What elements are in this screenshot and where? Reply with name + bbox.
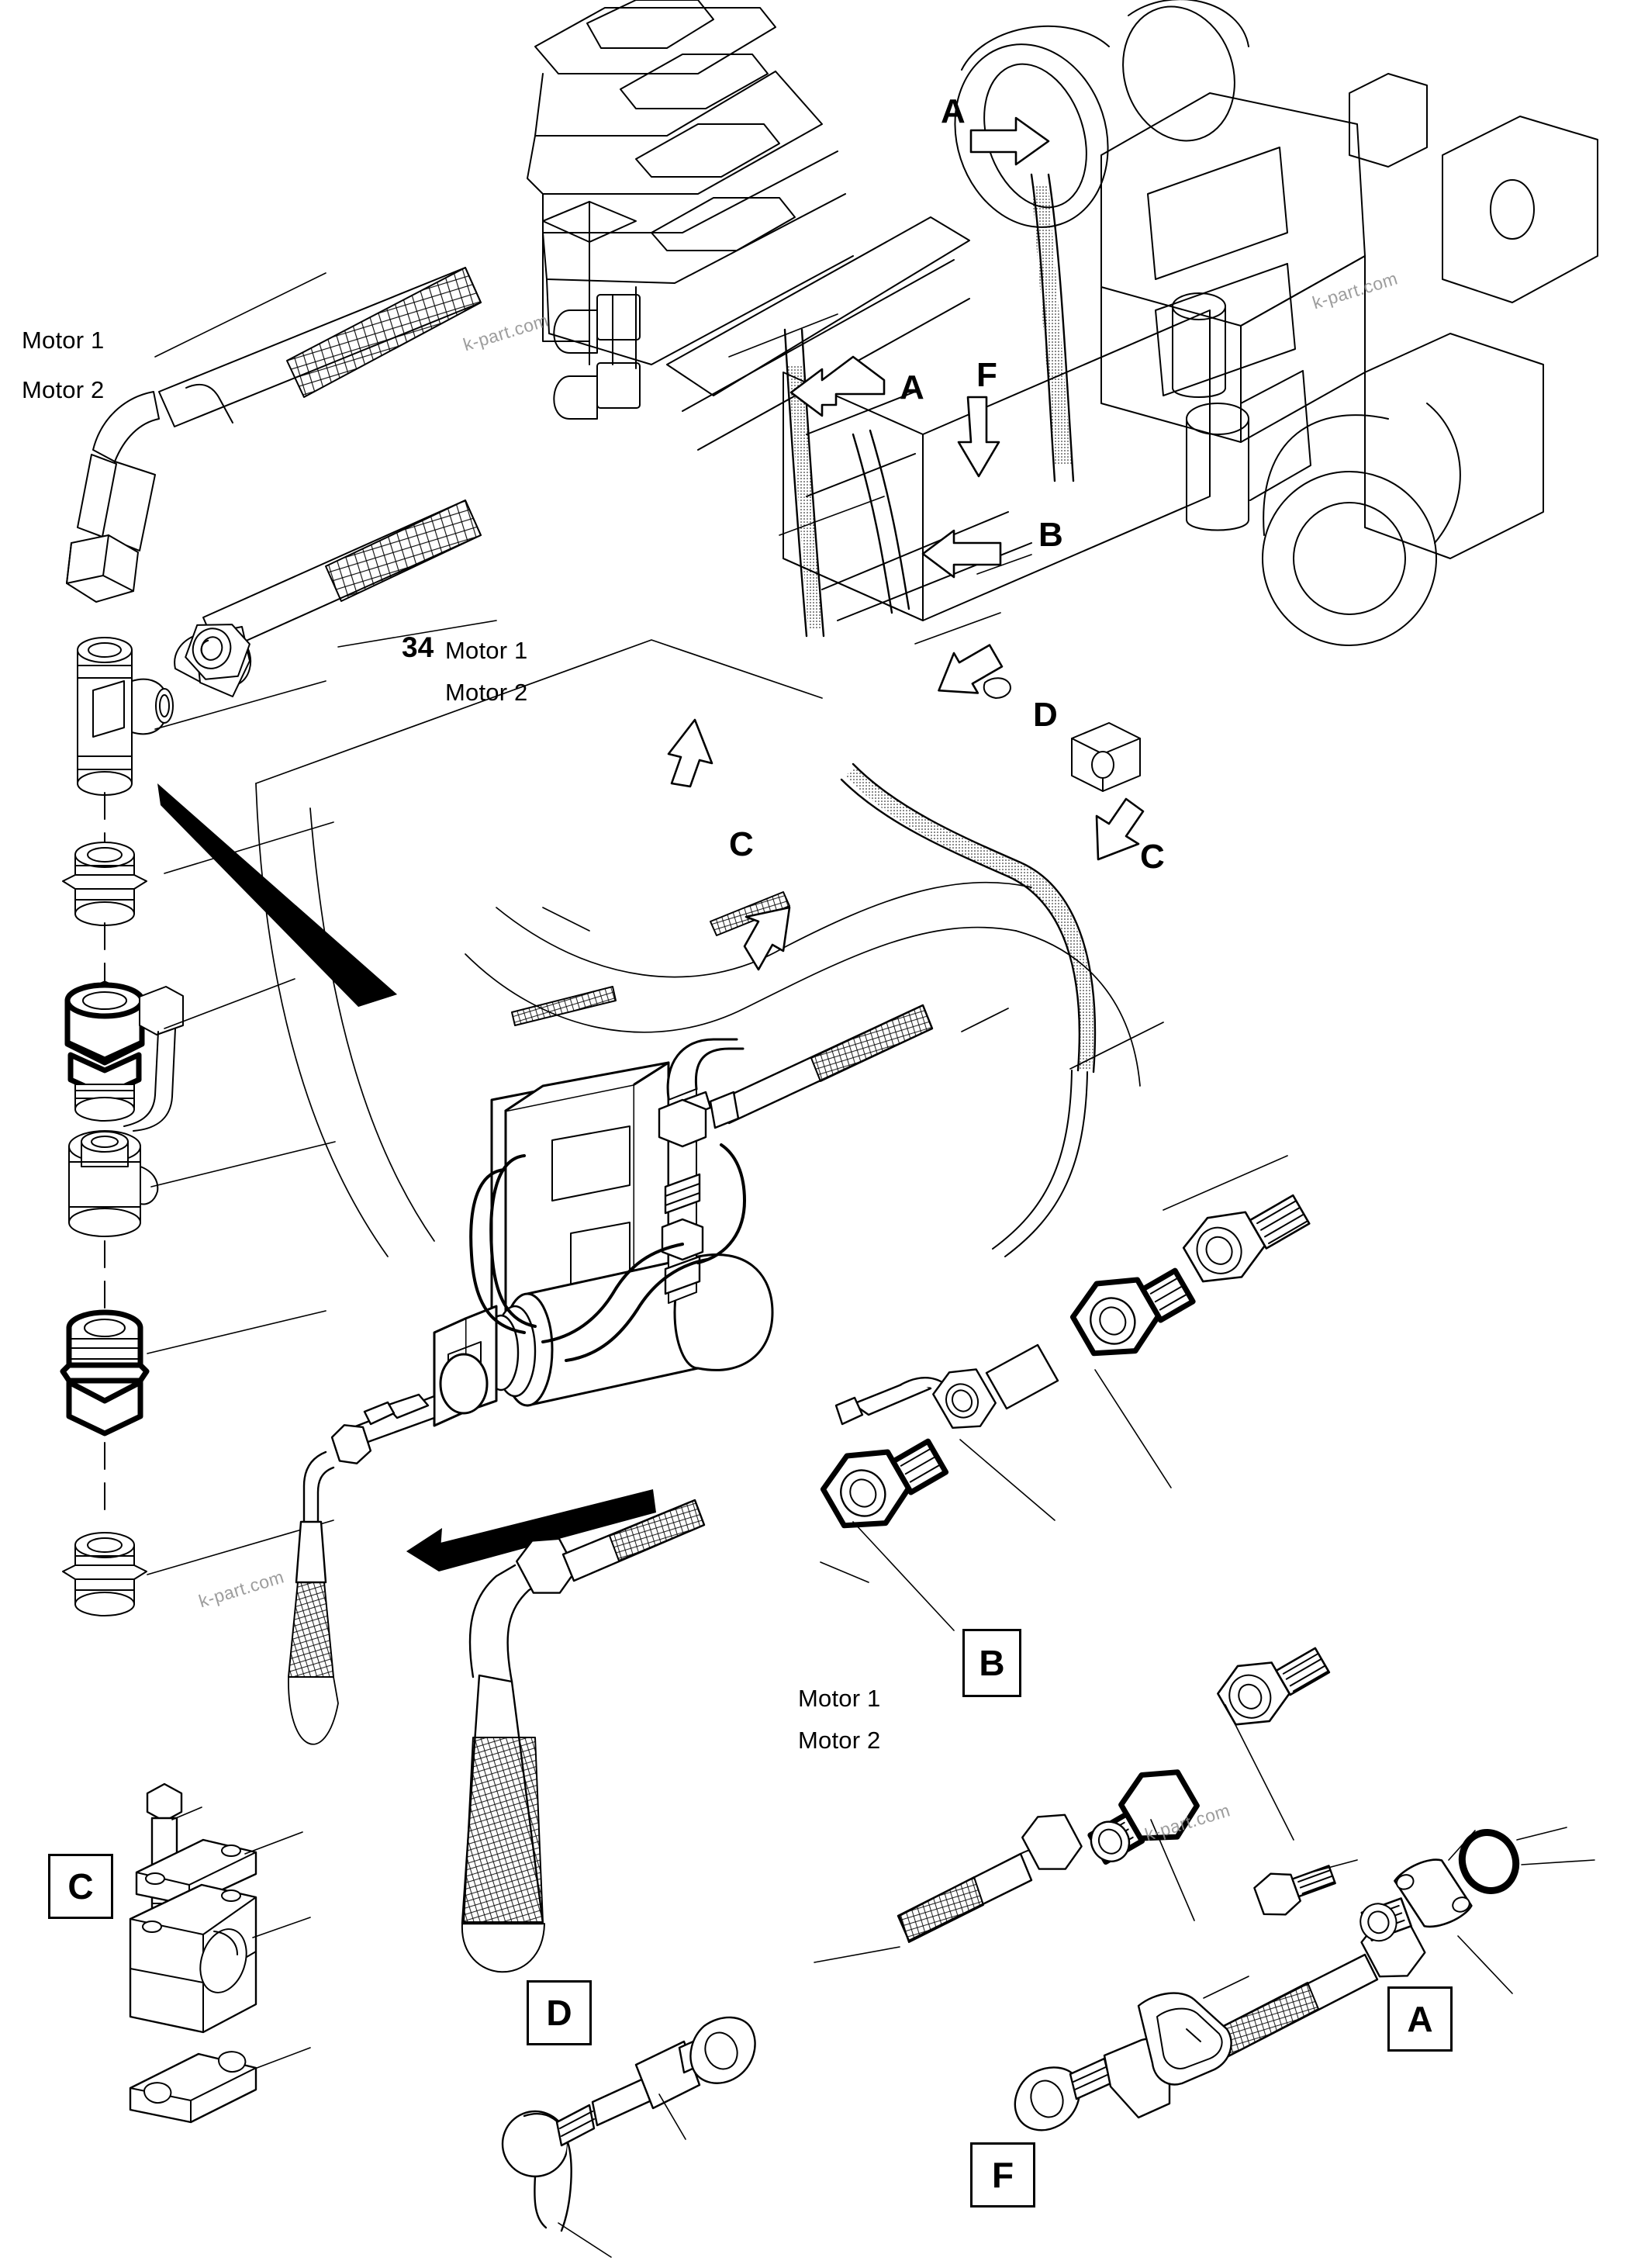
detail-d-fitting-art — [501, 2016, 756, 2258]
detail-box-a: A — [1387, 1986, 1453, 2052]
right-fitting-group-art — [461, 1155, 1311, 1973]
detail-box-b: B — [962, 1629, 1021, 1697]
detail-box-c: C — [48, 1854, 113, 1919]
bold-solid-arrows — [157, 783, 656, 1571]
callout-a-top: A — [941, 92, 966, 130]
detail-f-fitting-art — [1014, 1976, 1249, 2131]
engine-block-art — [527, 0, 1598, 646]
detail-b-hose-art — [814, 1647, 1331, 1963]
callout-c-left: C — [729, 825, 755, 863]
motor1-mid: Motor 1 — [445, 637, 528, 664]
callout-d-mid: D — [1033, 696, 1059, 734]
detail-box-d: D — [527, 1980, 592, 2045]
callout-b-mid: B — [1038, 516, 1064, 554]
tee-fitting-column-art — [60, 624, 336, 1616]
motor1-top: Motor 1 — [22, 327, 105, 354]
center-valve-group-art — [288, 1004, 934, 1745]
detail-box-f: F — [970, 2142, 1035, 2207]
callout-a-mid: A — [900, 368, 925, 406]
callout-c-right: C — [1140, 838, 1166, 876]
detail-c-clamp-art — [129, 1782, 311, 2124]
qty-34: 34 — [402, 631, 434, 663]
callout-f-mid: F — [976, 356, 998, 394]
center-hose-art — [511, 677, 1141, 1257]
outline-arrows — [667, 116, 1145, 971]
motor2-mid: Motor 2 — [445, 679, 528, 706]
motor1-lower: Motor 1 — [798, 1685, 881, 1712]
detail-a-flange-art — [1210, 1827, 1595, 2060]
motor2-lower: Motor 2 — [798, 1727, 881, 1754]
motor2-top: Motor 2 — [22, 376, 105, 403]
